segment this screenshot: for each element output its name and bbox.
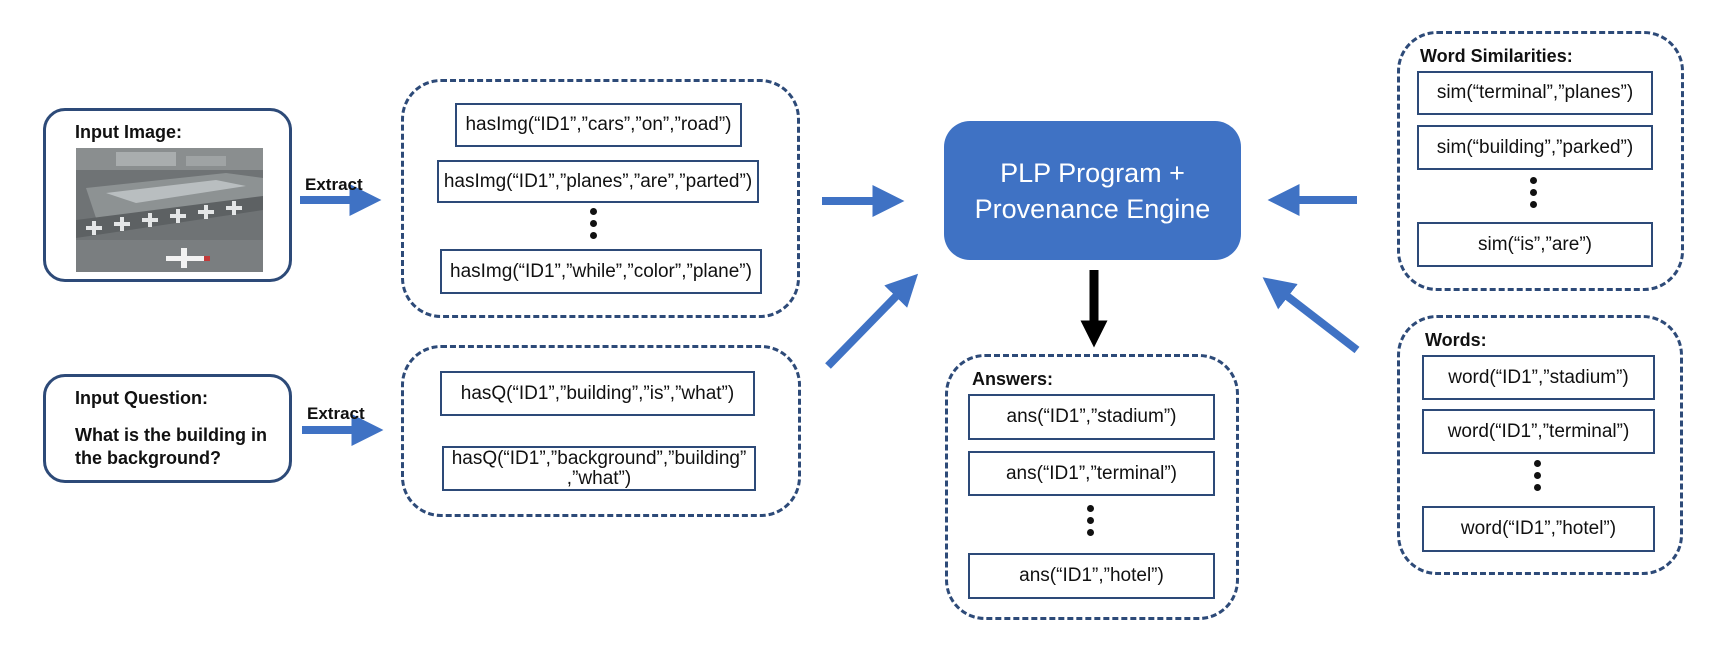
words-heading: Words: [1425,330,1487,350]
similarities-ellipsis [1530,177,1538,213]
question-facts-to-engine-arrow [825,273,919,369]
extract-question-label: Extract [307,404,365,423]
word-item: word(“ID1”,”stadium”) [1422,355,1655,400]
question-fact: hasQ(“ID1”,”building”,”is”,”what”) [440,371,755,416]
answers-ellipsis [1087,505,1095,541]
input-question-heading: Input Question: [75,388,208,408]
provenance-engine: PLP Program + Provenance Engine [944,121,1241,260]
question-fact: hasQ(“ID1”,”background”,”building” ,”wha… [442,446,756,491]
words-ellipsis [1534,460,1542,496]
extract-image-label: Extract [305,175,363,194]
answer-item: ans(“ID1”,”hotel”) [968,553,1215,599]
input-question-box: Input Question: What is the building in … [43,374,292,483]
image-fact: hasImg(“ID1”,”planes”,”are”,”parted”) [437,160,759,203]
input-image-box: Input Image: [43,108,292,282]
word-item: word(“ID1”,”hotel”) [1422,506,1655,552]
similarity-item: sim(“building”,”parked”) [1417,125,1653,170]
answer-item: ans(“ID1”,”stadium”) [968,394,1215,440]
image-facts-ellipsis [590,208,598,244]
similarity-item: sim(“is”,”are”) [1417,222,1653,267]
words-to-engine-arrow [1262,277,1360,354]
image-fact: hasImg(“ID1”,”cars”,”on”,”road”) [455,103,742,147]
similarity-item: sim(“terminal”,”planes”) [1417,71,1653,115]
engine-title-line1: PLP Program + [1000,157,1185,188]
engine-title-line2: Provenance Engine [974,193,1211,224]
word-item: word(“ID1”,”terminal”) [1422,409,1655,454]
input-question-text: What is the building in the background? [75,425,267,468]
word-similarities-heading: Word Similarities: [1420,46,1573,66]
answer-item: ans(“ID1”,”terminal”) [968,451,1215,496]
answers-heading: Answers: [972,369,1054,389]
airport-photo-illustration [76,148,263,272]
airport-photo [76,148,263,272]
input-image-heading: Input Image: [75,122,182,142]
image-fact: hasImg(“ID1”,”while”,”color”,”plane”) [440,249,762,294]
